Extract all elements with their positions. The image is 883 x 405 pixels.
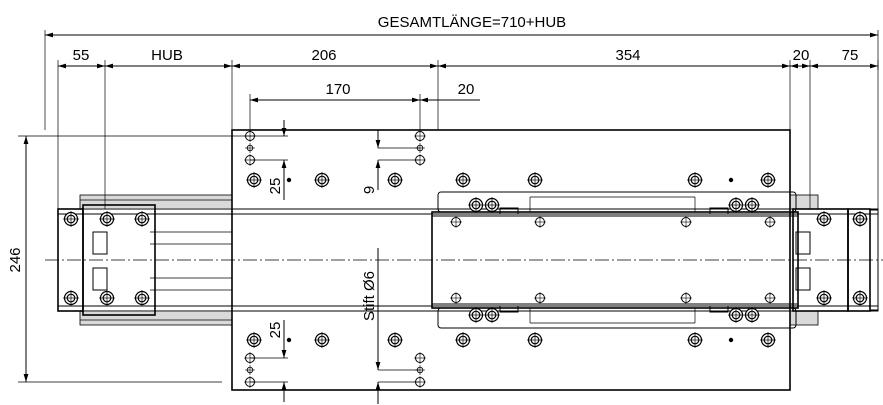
dimension-pin: Stift Ø6: [361, 248, 381, 404]
dim-9: 9: [361, 186, 378, 194]
hole-pattern: [243, 129, 427, 389]
dim-20-right: 20: [793, 47, 810, 64]
dim-hub: HUB: [151, 47, 183, 64]
dim-25-top: 25: [267, 178, 284, 195]
dimension-25-bottom: 25: [267, 320, 287, 402]
dim-170: 170: [325, 81, 350, 98]
dimension-height: 246: [7, 135, 250, 383]
dimension-chain: 55 HUB 206 354 20 75: [57, 47, 879, 209]
total-length-label: GESAMTLÄNGE=710+HUB: [378, 14, 566, 31]
pin-label: Stift Ø6: [361, 271, 378, 321]
dim-75: 75: [842, 47, 859, 64]
dim-354: 354: [615, 47, 640, 64]
dim-206: 206: [311, 47, 336, 64]
dimension-hole-spacing: 170 20: [249, 81, 480, 130]
plate-bolts: [245, 171, 777, 349]
dim-246: 246: [7, 247, 24, 272]
dimension-25-top: 25: [267, 120, 287, 200]
dim-55: 55: [73, 47, 90, 64]
dim-25-bottom: 25: [267, 322, 284, 339]
dimension-9: 9: [361, 130, 381, 194]
dim-20-inner: 20: [458, 81, 475, 98]
